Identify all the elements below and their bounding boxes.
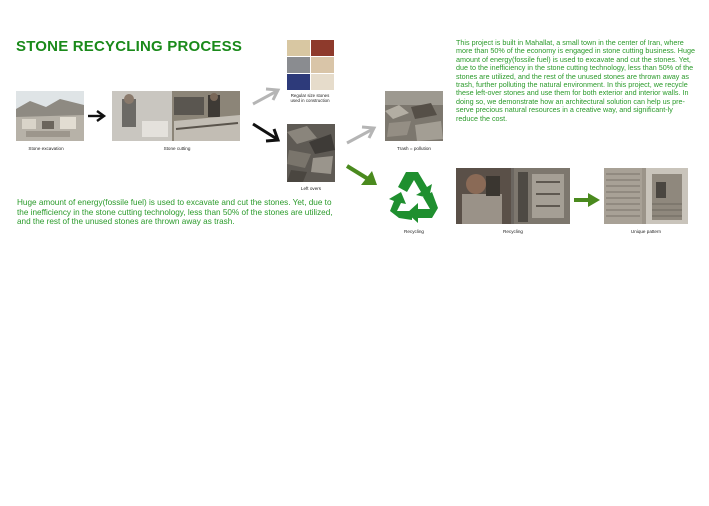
caption-leftovers: Left overs <box>300 186 322 191</box>
arrow-right-icon <box>87 110 107 122</box>
caption-regular-line1: Regular size stones <box>290 93 330 98</box>
caption-cutting: Stone cutting <box>163 146 191 151</box>
leftovers-photo <box>287 124 335 182</box>
caption-trash: Trash = pollution <box>397 146 431 151</box>
arrow-right-icon <box>573 191 601 209</box>
page-title: STONE RECYCLING PROCESS <box>16 38 243 55</box>
arrow-up-right-icon <box>251 86 281 106</box>
description-paragraph: Huge amount of energy(fossile fuel) is u… <box>17 198 333 227</box>
arrow-down-right-icon <box>251 122 281 144</box>
caption-recycling-symbol: Recycling <box>404 229 424 234</box>
regular-stones-photo <box>287 40 334 90</box>
caption-regular-line2: used in construction <box>290 98 330 103</box>
arrow-up-right-icon <box>345 123 377 145</box>
arrow-down-right-icon <box>345 163 379 189</box>
excavation-photo <box>16 91 84 141</box>
trash-photo <box>385 91 443 141</box>
recycle-icon <box>385 168 443 224</box>
pattern-photo <box>604 168 688 224</box>
caption-regular-stones: Regular size stones used in construction <box>290 93 329 103</box>
cutting-photo <box>112 91 240 141</box>
intro-paragraph: This project is built in Mahallat, a sma… <box>456 38 695 123</box>
caption-excavation: Stone excavation <box>28 146 64 151</box>
caption-recycling-photo: Recycling <box>503 229 523 234</box>
recycling-photo <box>456 168 570 224</box>
caption-pattern: Unique pattern <box>630 229 662 234</box>
